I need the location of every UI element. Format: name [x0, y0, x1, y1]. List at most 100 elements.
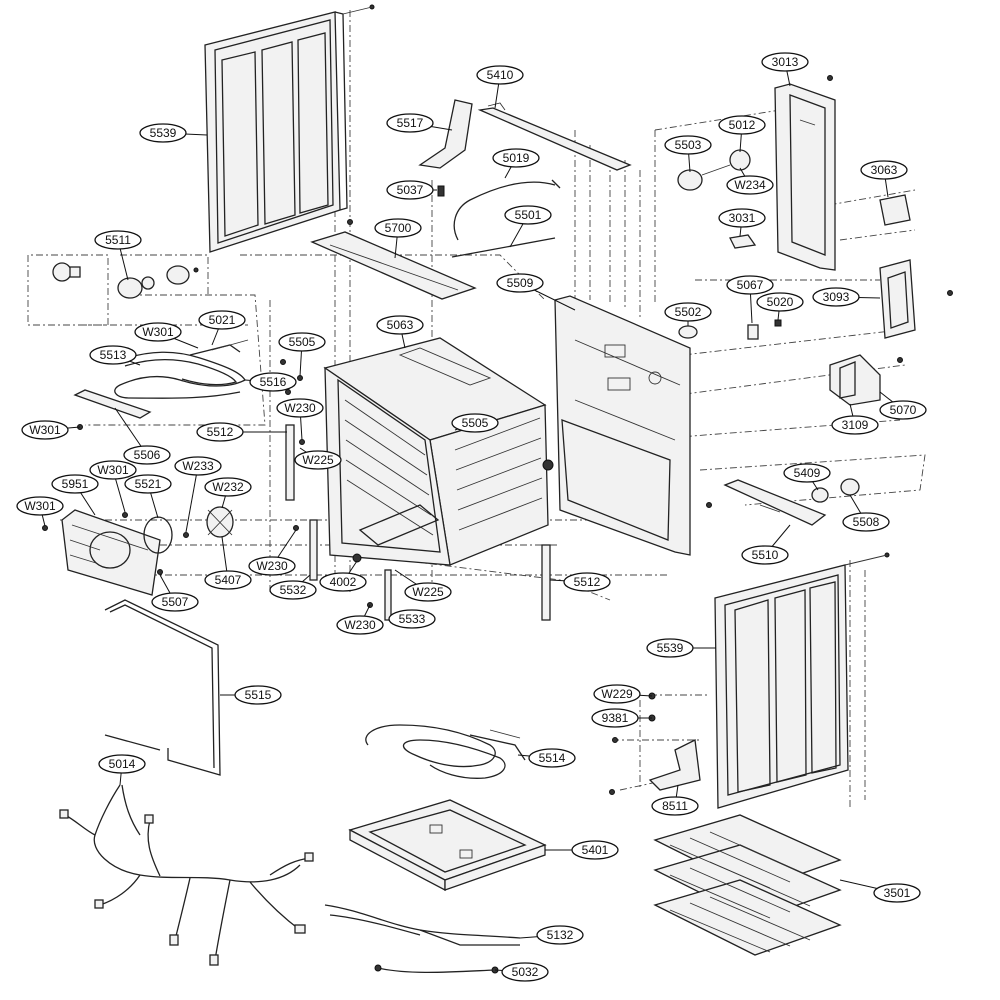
callout-oval: [249, 372, 297, 392]
bracket-5533: [384, 569, 392, 621]
wire-5019: [453, 179, 561, 241]
callout-oval: [783, 463, 831, 483]
callout-oval: [496, 273, 544, 293]
callout-oval: [501, 962, 549, 982]
oven-lamp-5511: [52, 262, 199, 299]
wire-5032: [374, 964, 499, 974]
callout-oval: [198, 310, 246, 330]
callout-w233: W233: [174, 456, 222, 533]
callout-w230: W230: [248, 529, 297, 576]
callout-label: 5505: [289, 335, 316, 349]
callout-oval: [319, 572, 367, 592]
callout-label: 5505: [462, 416, 489, 430]
callout-5032: 5032: [494, 962, 549, 982]
wire-5132: [324, 904, 521, 946]
callout-oval: [134, 322, 182, 342]
callout-label: 5410: [487, 68, 514, 82]
callout-oval: [476, 65, 524, 85]
box-3063: [879, 194, 911, 226]
callout-oval: [812, 287, 860, 307]
panel-5510-5409-5508: [723, 478, 860, 526]
callout-3013: 3013: [761, 52, 809, 87]
screws: [42, 75, 953, 795]
callout-w230: W230: [336, 604, 384, 635]
callout-oval: [248, 556, 296, 576]
callout-oval: [204, 570, 252, 590]
callout-5539: 5539: [139, 123, 208, 143]
callout-3501: 3501: [839, 879, 921, 903]
callout-oval: [756, 292, 804, 312]
callout-label: 5700: [385, 221, 412, 235]
callout-oval: [234, 685, 282, 705]
bracket-3109-5070: [829, 354, 881, 406]
plate-5700: [310, 231, 477, 300]
callout-label: 5032: [512, 965, 539, 979]
part-3031: [729, 234, 757, 249]
callout-label: 5516: [260, 375, 287, 389]
callout-oval: [593, 684, 641, 704]
callout-5517: 5517: [386, 113, 453, 133]
callout-label: W230: [344, 618, 376, 632]
callout-5132: 5132: [519, 925, 584, 945]
callout-label: W225: [302, 453, 334, 467]
callout-label: 5014: [109, 757, 136, 771]
callout-label: 5517: [397, 116, 424, 130]
callout-label: 5401: [582, 843, 609, 857]
callout-oval: [646, 638, 694, 658]
callout-oval: [123, 445, 171, 465]
callout-oval: [386, 180, 434, 200]
callout-label: 5019: [503, 151, 530, 165]
callout-oval: [860, 160, 908, 180]
callout-oval: [873, 883, 921, 903]
callout-oval: [174, 456, 222, 476]
callout-oval: [651, 796, 699, 816]
callout-w225: W225: [294, 447, 342, 470]
callout-oval: [536, 925, 584, 945]
callout-label: 9381: [602, 711, 629, 725]
callout-5012: 5012: [718, 115, 766, 153]
callout-label: W230: [284, 401, 316, 415]
callout-label: 5037: [397, 183, 424, 197]
callout-oval: [51, 474, 99, 494]
callout-label: W301: [29, 423, 61, 437]
callout-5508: 5508: [842, 494, 890, 532]
fan-motor-5407: [206, 506, 234, 538]
rod-5501: [451, 237, 556, 258]
callout-w301: W301: [89, 460, 137, 513]
callout-label: 5063: [387, 318, 414, 332]
callout-label: 5507: [162, 595, 189, 609]
callout-oval: [336, 615, 384, 635]
callout-oval: [726, 275, 774, 295]
callout-label: 5533: [399, 612, 426, 626]
callout-5516: 5516: [244, 372, 297, 392]
callout-label: 5951: [62, 477, 89, 491]
callout-label: 5512: [207, 425, 234, 439]
callout-label: 5503: [675, 138, 702, 152]
callout-5070: 5070: [879, 391, 927, 420]
callout-5700: 5700: [374, 218, 422, 259]
callout-label: 5020: [767, 295, 794, 309]
callout-label: 5407: [215, 573, 242, 587]
callout-5506: 5506: [114, 407, 171, 465]
callout-label: W233: [182, 459, 214, 473]
callout-9381: 9381: [591, 708, 652, 728]
callout-oval: [718, 115, 766, 135]
callout-oval: [386, 113, 434, 133]
callout-oval: [139, 123, 187, 143]
callout-label: 5510: [752, 548, 779, 562]
callout-3109: 3109: [831, 403, 879, 435]
bracket-5506: [73, 389, 152, 419]
callout-oval: [761, 52, 809, 72]
part-number-callouts: 5539541030135517501955035012W23430635037…: [16, 52, 927, 982]
callout-5503: 5503: [664, 135, 712, 173]
callout-3093: 3093: [812, 287, 881, 307]
callout-label: 5521: [135, 477, 162, 491]
callout-oval: [664, 135, 712, 155]
callout-label: 3031: [729, 211, 756, 225]
bake-element-5514: [365, 724, 526, 779]
callout-5532: 5532: [269, 574, 317, 600]
callout-oval: [528, 748, 576, 768]
callout-w234: W234: [726, 167, 774, 195]
callout-label: 8511: [662, 799, 688, 813]
